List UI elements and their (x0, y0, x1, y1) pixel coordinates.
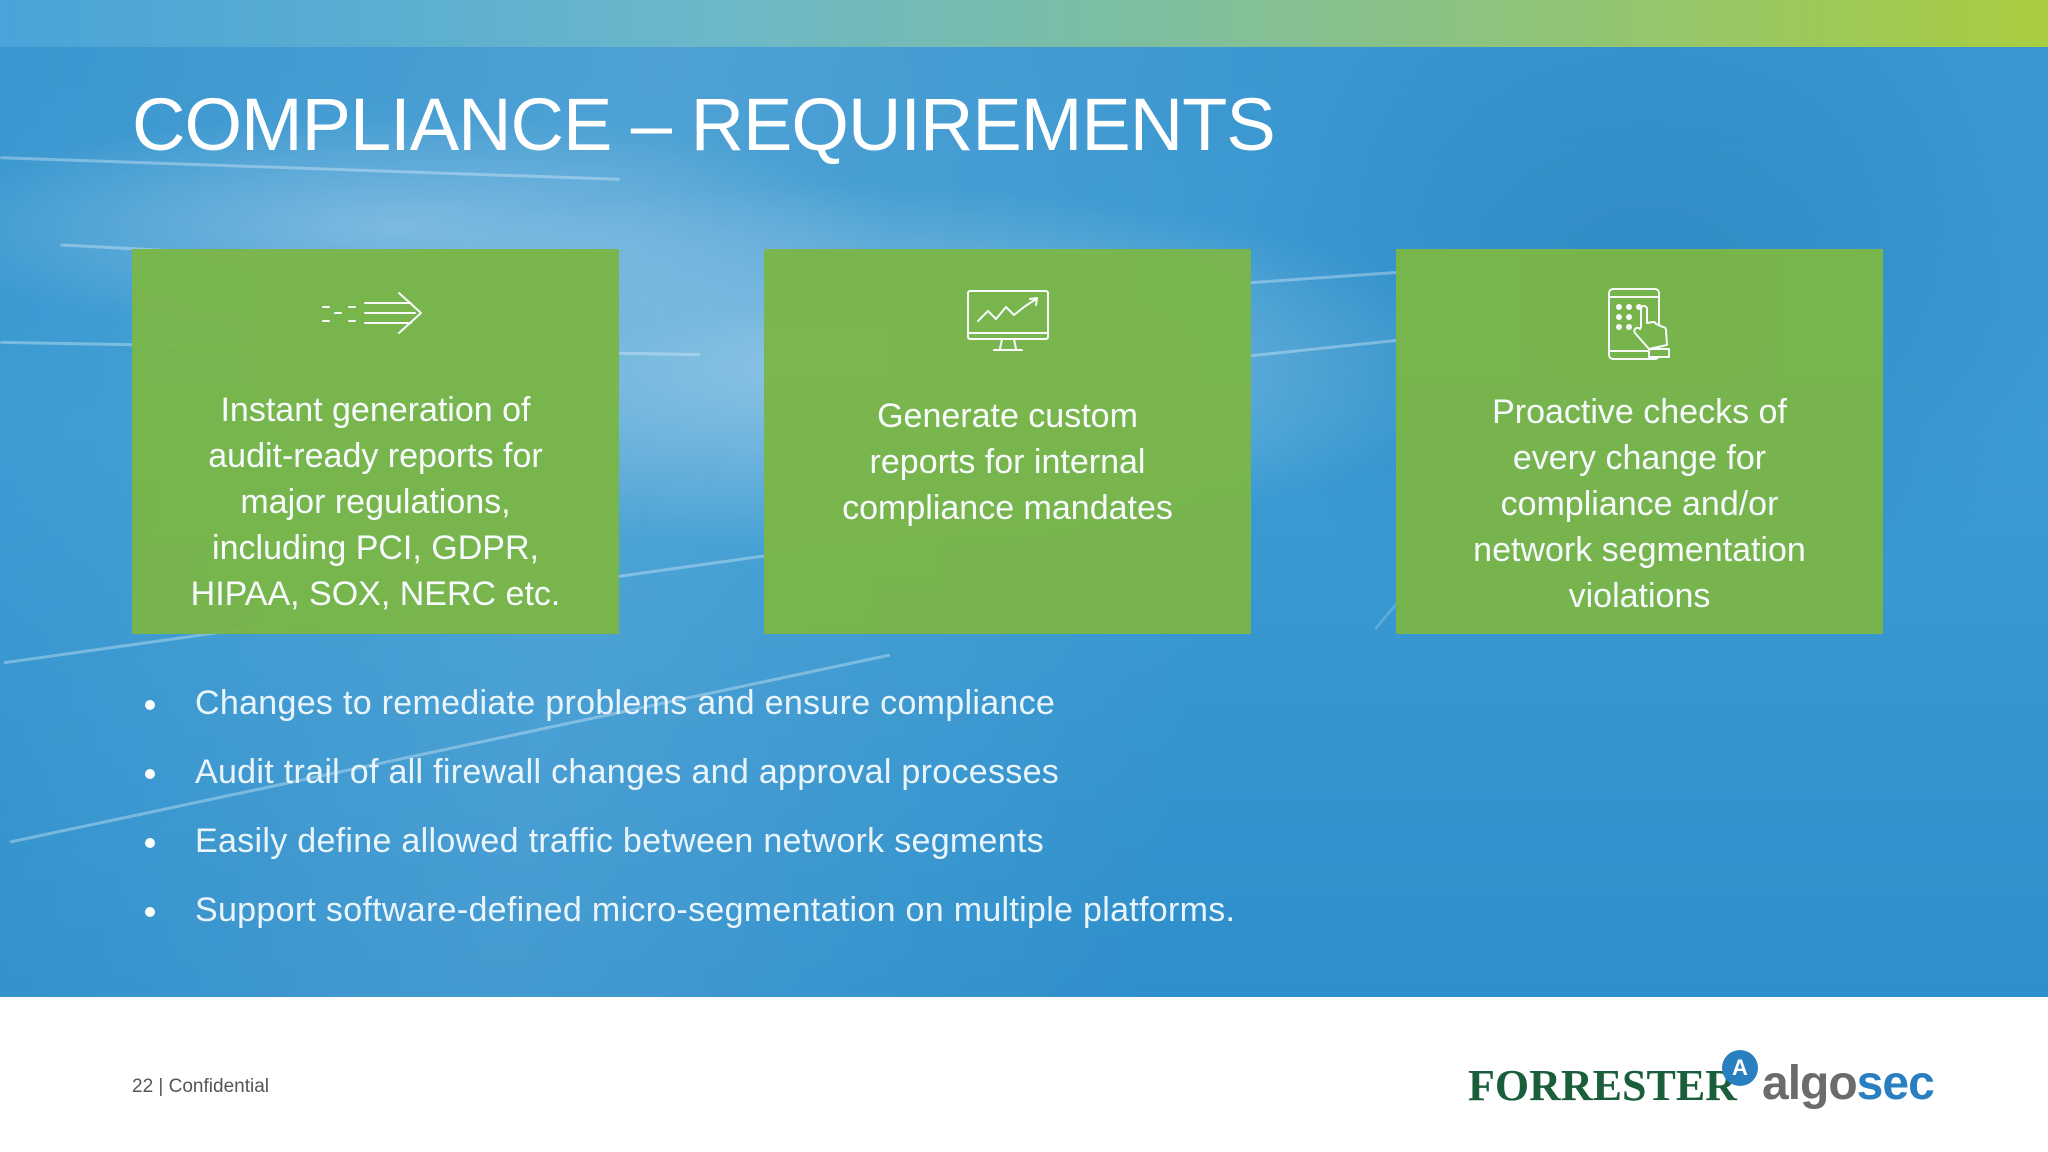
bullet-icon (145, 700, 155, 710)
list-item: Changes to remediate problems and ensure… (145, 680, 1235, 749)
arrow-right-icon (132, 289, 619, 339)
card-text: Proactive checks of every change for com… (1473, 393, 1806, 615)
bullet-list: Changes to remediate problems and ensure… (145, 680, 1235, 956)
page-number: 22 (132, 1076, 154, 1097)
card-custom-reports: Generate custom reports for internal com… (764, 249, 1251, 634)
monitor-chart-icon (764, 289, 1251, 355)
card-text: Generate custom reports for internal com… (842, 397, 1173, 527)
algosec-mark-icon: A (1722, 1050, 1758, 1086)
forrester-logo: FORRESTER® (1468, 1060, 1744, 1110)
confidential-label: Confidential (168, 1076, 269, 1097)
footer: 22 | Confidential (132, 1076, 269, 1098)
top-gradient-bar (0, 0, 2048, 47)
list-item: Support software-defined micro-segmentat… (145, 887, 1235, 956)
slide-title: COMPLIANCE – REQUIREMENTS (132, 83, 1276, 166)
bullet-icon (145, 907, 155, 917)
card-proactive-checks: Proactive checks of every change for com… (1396, 249, 1883, 634)
footer-separator: | (158, 1076, 164, 1097)
bullet-icon (145, 838, 155, 848)
algosec-wordmark: algosec (1762, 1057, 1935, 1110)
card-text: Instant generation of audit-ready report… (190, 391, 561, 613)
list-item: Audit trail of all firewall changes and … (145, 749, 1235, 818)
list-item: Easily define allowed traffic between ne… (145, 818, 1235, 887)
tablet-touch-icon (1396, 287, 1883, 363)
bullet-icon (145, 769, 155, 779)
card-audit-reports: Instant generation of audit-ready report… (132, 249, 619, 634)
